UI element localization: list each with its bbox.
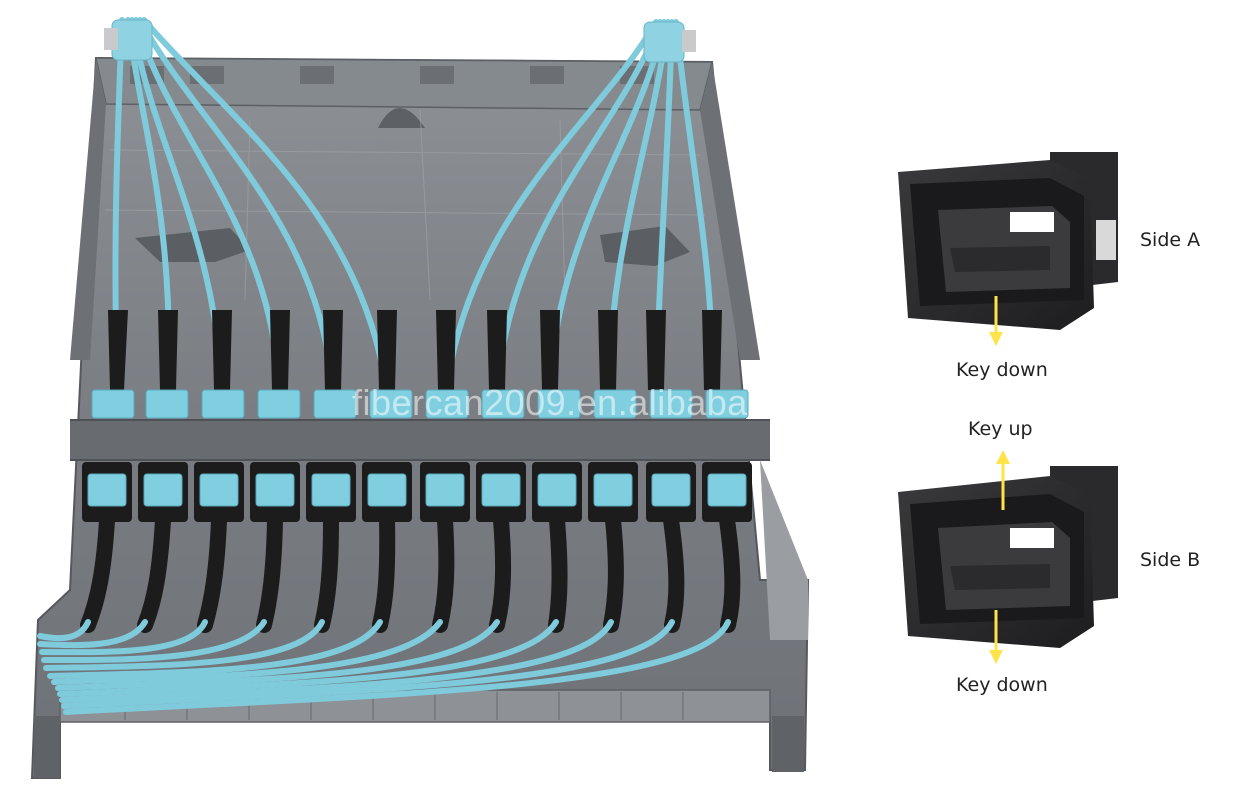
adapter-side-b bbox=[898, 466, 1118, 648]
front-connector-boots bbox=[80, 512, 741, 633]
key-down-arrow-a bbox=[989, 296, 1003, 346]
side-a-label: Side A bbox=[1140, 229, 1201, 251]
watermark-text: fibercan2009.en.alibaba.com bbox=[352, 382, 828, 423]
adapter-side-a bbox=[898, 152, 1118, 330]
key-down-arrow-b bbox=[989, 610, 1003, 664]
front-adapters bbox=[82, 462, 752, 522]
adapter-rail bbox=[70, 420, 770, 460]
key-down-label-b: Key down bbox=[956, 674, 1048, 696]
side-b-label: Side B bbox=[1140, 549, 1201, 571]
fiber-front-bundle bbox=[37, 619, 731, 715]
rear-connectors bbox=[91, 310, 749, 419]
key-up-label-b: Key up bbox=[968, 418, 1033, 440]
key-down-label-a: Key down bbox=[956, 359, 1048, 381]
key-up-arrow-b bbox=[996, 450, 1010, 510]
